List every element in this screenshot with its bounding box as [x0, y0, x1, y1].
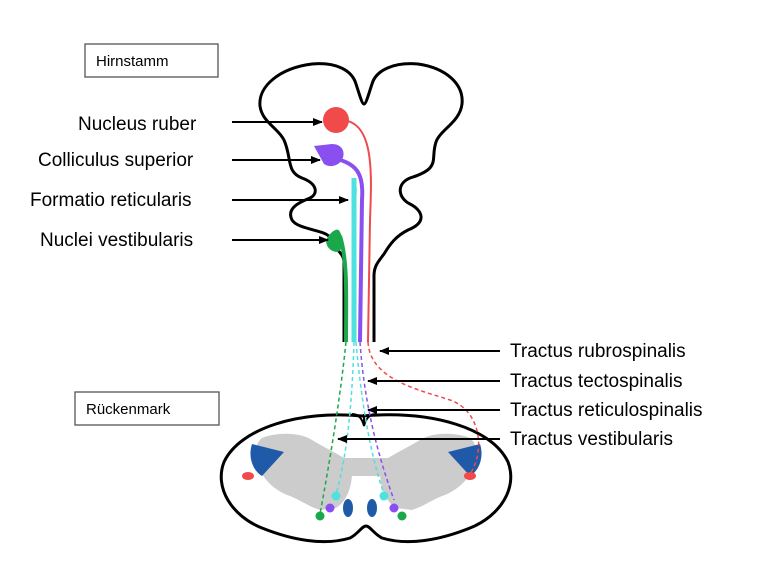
brainstem-label: Hirnstamm	[96, 53, 169, 70]
tractus-rubrospinalis-text: Tractus rubrospinalis	[510, 341, 686, 362]
rubrospinal-tract-dashed	[367, 341, 480, 475]
colliculus-superior-text: Colliculus superior	[38, 150, 194, 171]
rubro-left-dot	[242, 472, 254, 480]
label-nucleus-ruber: Nucleus ruber	[78, 114, 323, 135]
label-tractus-vestibularis: Tractus vestibularis	[337, 429, 673, 450]
tractus-reticulospinalis-text: Tractus reticulospinalis	[510, 400, 703, 421]
spinal-cord-section	[219, 413, 513, 544]
reticulospinal-tract-dashed-right	[355, 341, 385, 495]
colliculus-superior-shape	[314, 144, 344, 167]
right-motor-nucleus	[448, 444, 482, 476]
left-motor-nucleus	[250, 444, 284, 476]
tectospinal-tract-dashed	[359, 341, 395, 501]
commissure	[340, 458, 392, 476]
label-colliculus-superior: Colliculus superior	[38, 150, 321, 171]
reticulo-left-dot	[331, 491, 341, 501]
rubro-right-dot	[464, 472, 476, 480]
nucleus-ruber-text: Nucleus ruber	[78, 114, 197, 135]
spinal-cord-label: Rückenmark	[86, 401, 171, 418]
formatio-reticularis-text: Formatio reticularis	[30, 190, 192, 211]
tecto-left-dot	[325, 503, 335, 513]
brainstem-box: Hirnstamm	[84, 43, 219, 78]
tractus-vestibularis-text: Tractus vestibularis	[510, 429, 673, 450]
label-formatio-reticularis: Formatio reticularis	[30, 190, 349, 211]
label-tractus-rubrospinalis: Tractus rubrospinalis	[379, 341, 686, 362]
label-tractus-reticulospinalis: Tractus reticulospinalis	[367, 400, 703, 421]
reticulospinal-tract-dashed-left	[335, 341, 355, 495]
nuclei-vestibularis-shape	[326, 229, 343, 252]
reticulo-right-dot	[379, 491, 389, 501]
tractus-tectospinalis-text: Tractus tectospinalis	[510, 371, 682, 392]
label-tractus-tectospinalis: Tractus tectospinalis	[367, 371, 682, 392]
tecto-right-dot	[389, 503, 399, 513]
vestibulo-right-dot	[397, 511, 407, 521]
spinal-cord-box: Rückenmark	[74, 391, 220, 426]
nucleus-ruber-shape	[323, 107, 349, 133]
rubrospinal-tract-solid	[339, 119, 372, 343]
right-anterior-blue	[367, 499, 377, 517]
label-nuclei-vestibularis: Nuclei vestibularis	[40, 230, 329, 251]
left-anterior-blue	[343, 499, 353, 517]
formatio-reticularis-shape	[352, 180, 357, 200]
nuclei-vestibularis-text: Nuclei vestibularis	[40, 230, 193, 251]
vestibulo-left-dot	[315, 511, 325, 521]
brainstem-outline	[258, 62, 464, 342]
